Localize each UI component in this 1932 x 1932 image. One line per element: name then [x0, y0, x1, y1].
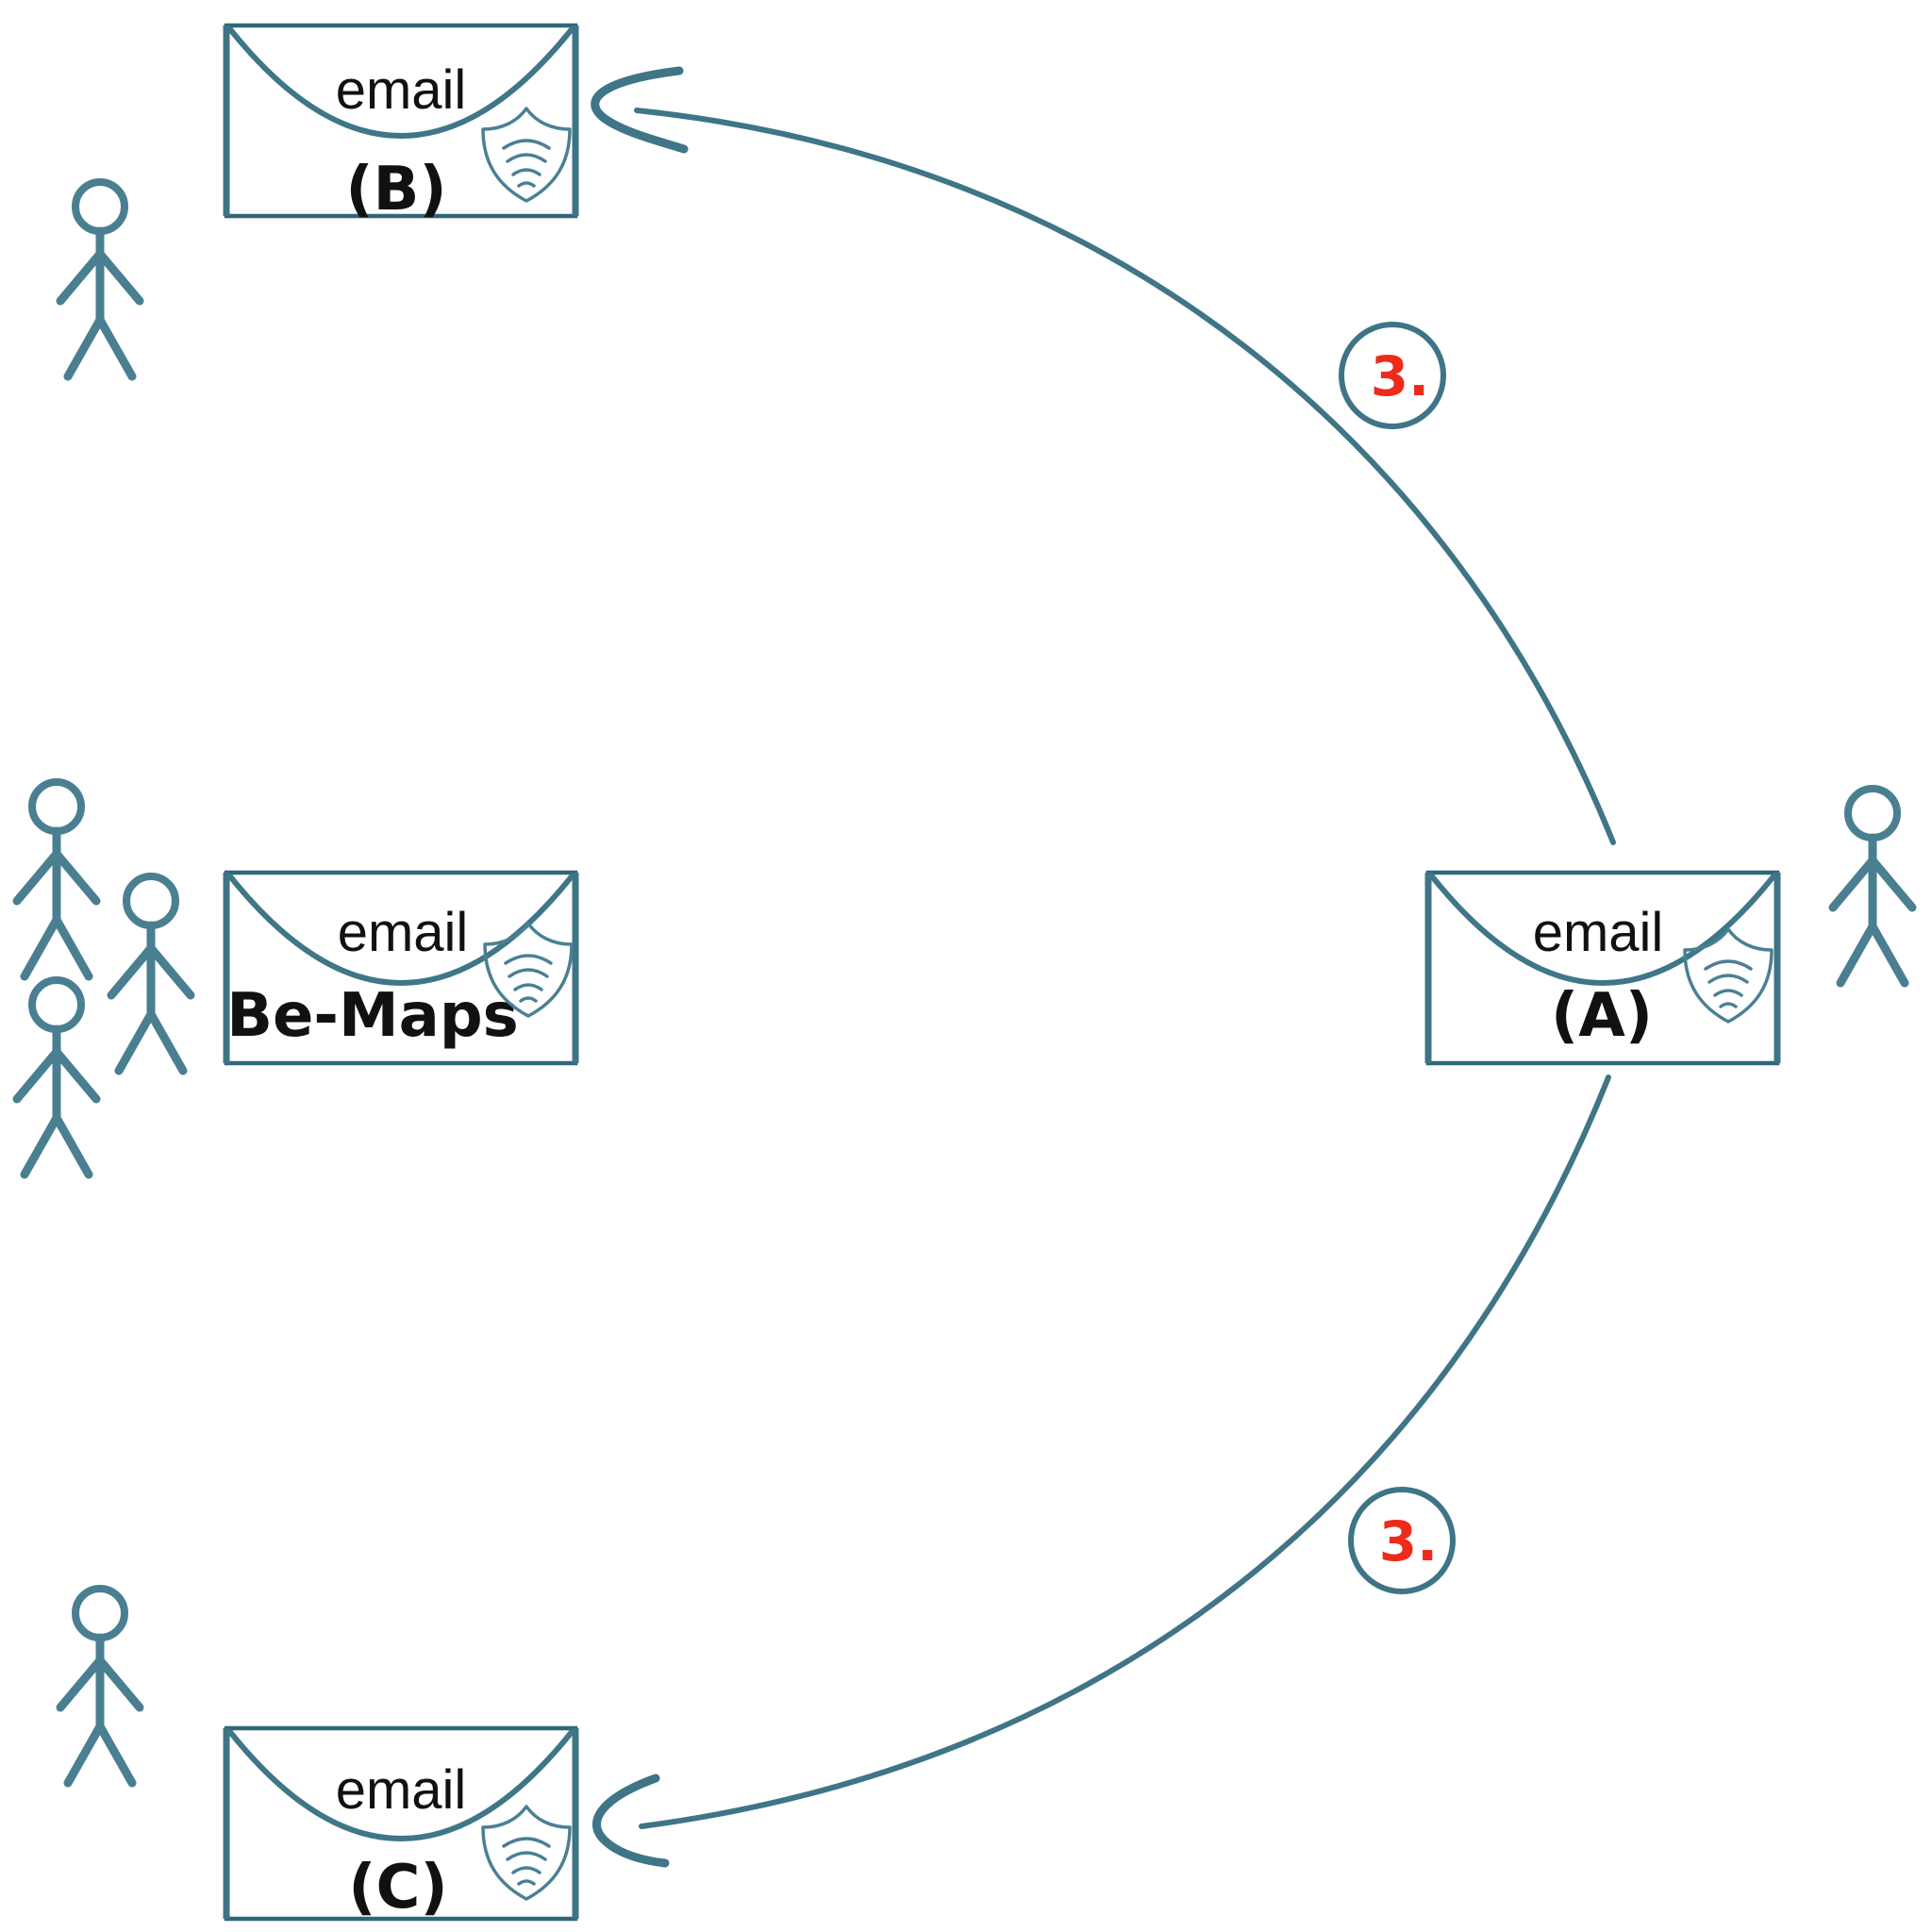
person-icon: [1833, 789, 1912, 983]
badge-top: 3.: [1339, 322, 1446, 429]
envelope-center-email-word: email: [338, 902, 469, 963]
envelope-icon: [224, 23, 578, 219]
envelope-b-email-word: email: [336, 59, 467, 121]
envelope-a-email-word: email: [1533, 902, 1664, 963]
envelope-a-label: (A): [1551, 981, 1653, 1051]
envelope-a: email (A): [1424, 870, 1781, 1066]
envelope-icon: [224, 1725, 578, 1922]
badge-bottom: 3.: [1348, 1487, 1456, 1594]
badge-bottom-text: 3.: [1379, 1509, 1438, 1574]
envelope-center: email Be-Maps: [223, 870, 579, 1066]
envelope-c-label: (C): [348, 1853, 447, 1923]
person-icon: [17, 980, 96, 1174]
person-icon: [60, 1589, 140, 1783]
arrow-icon: [591, 1774, 670, 1868]
badge-top-text: 3.: [1371, 344, 1429, 408]
person-icon: [17, 782, 96, 976]
envelope-icon: [224, 870, 578, 1066]
envelope-b-label: (B): [345, 155, 446, 225]
person-icon: [60, 182, 140, 376]
envelope-center-label: Be-Maps: [226, 981, 519, 1051]
envelope-icon: [1425, 870, 1780, 1066]
arrow-a-to-b: [634, 108, 1616, 845]
envelope-c: email (C): [223, 1725, 579, 1923]
person-icon: [111, 876, 191, 1071]
envelope-c-email-word: email: [336, 1759, 467, 1821]
arrow-icon: [591, 66, 689, 154]
arrow-a-to-c: [639, 1074, 1611, 1829]
envelope-b: email (B): [223, 23, 579, 225]
